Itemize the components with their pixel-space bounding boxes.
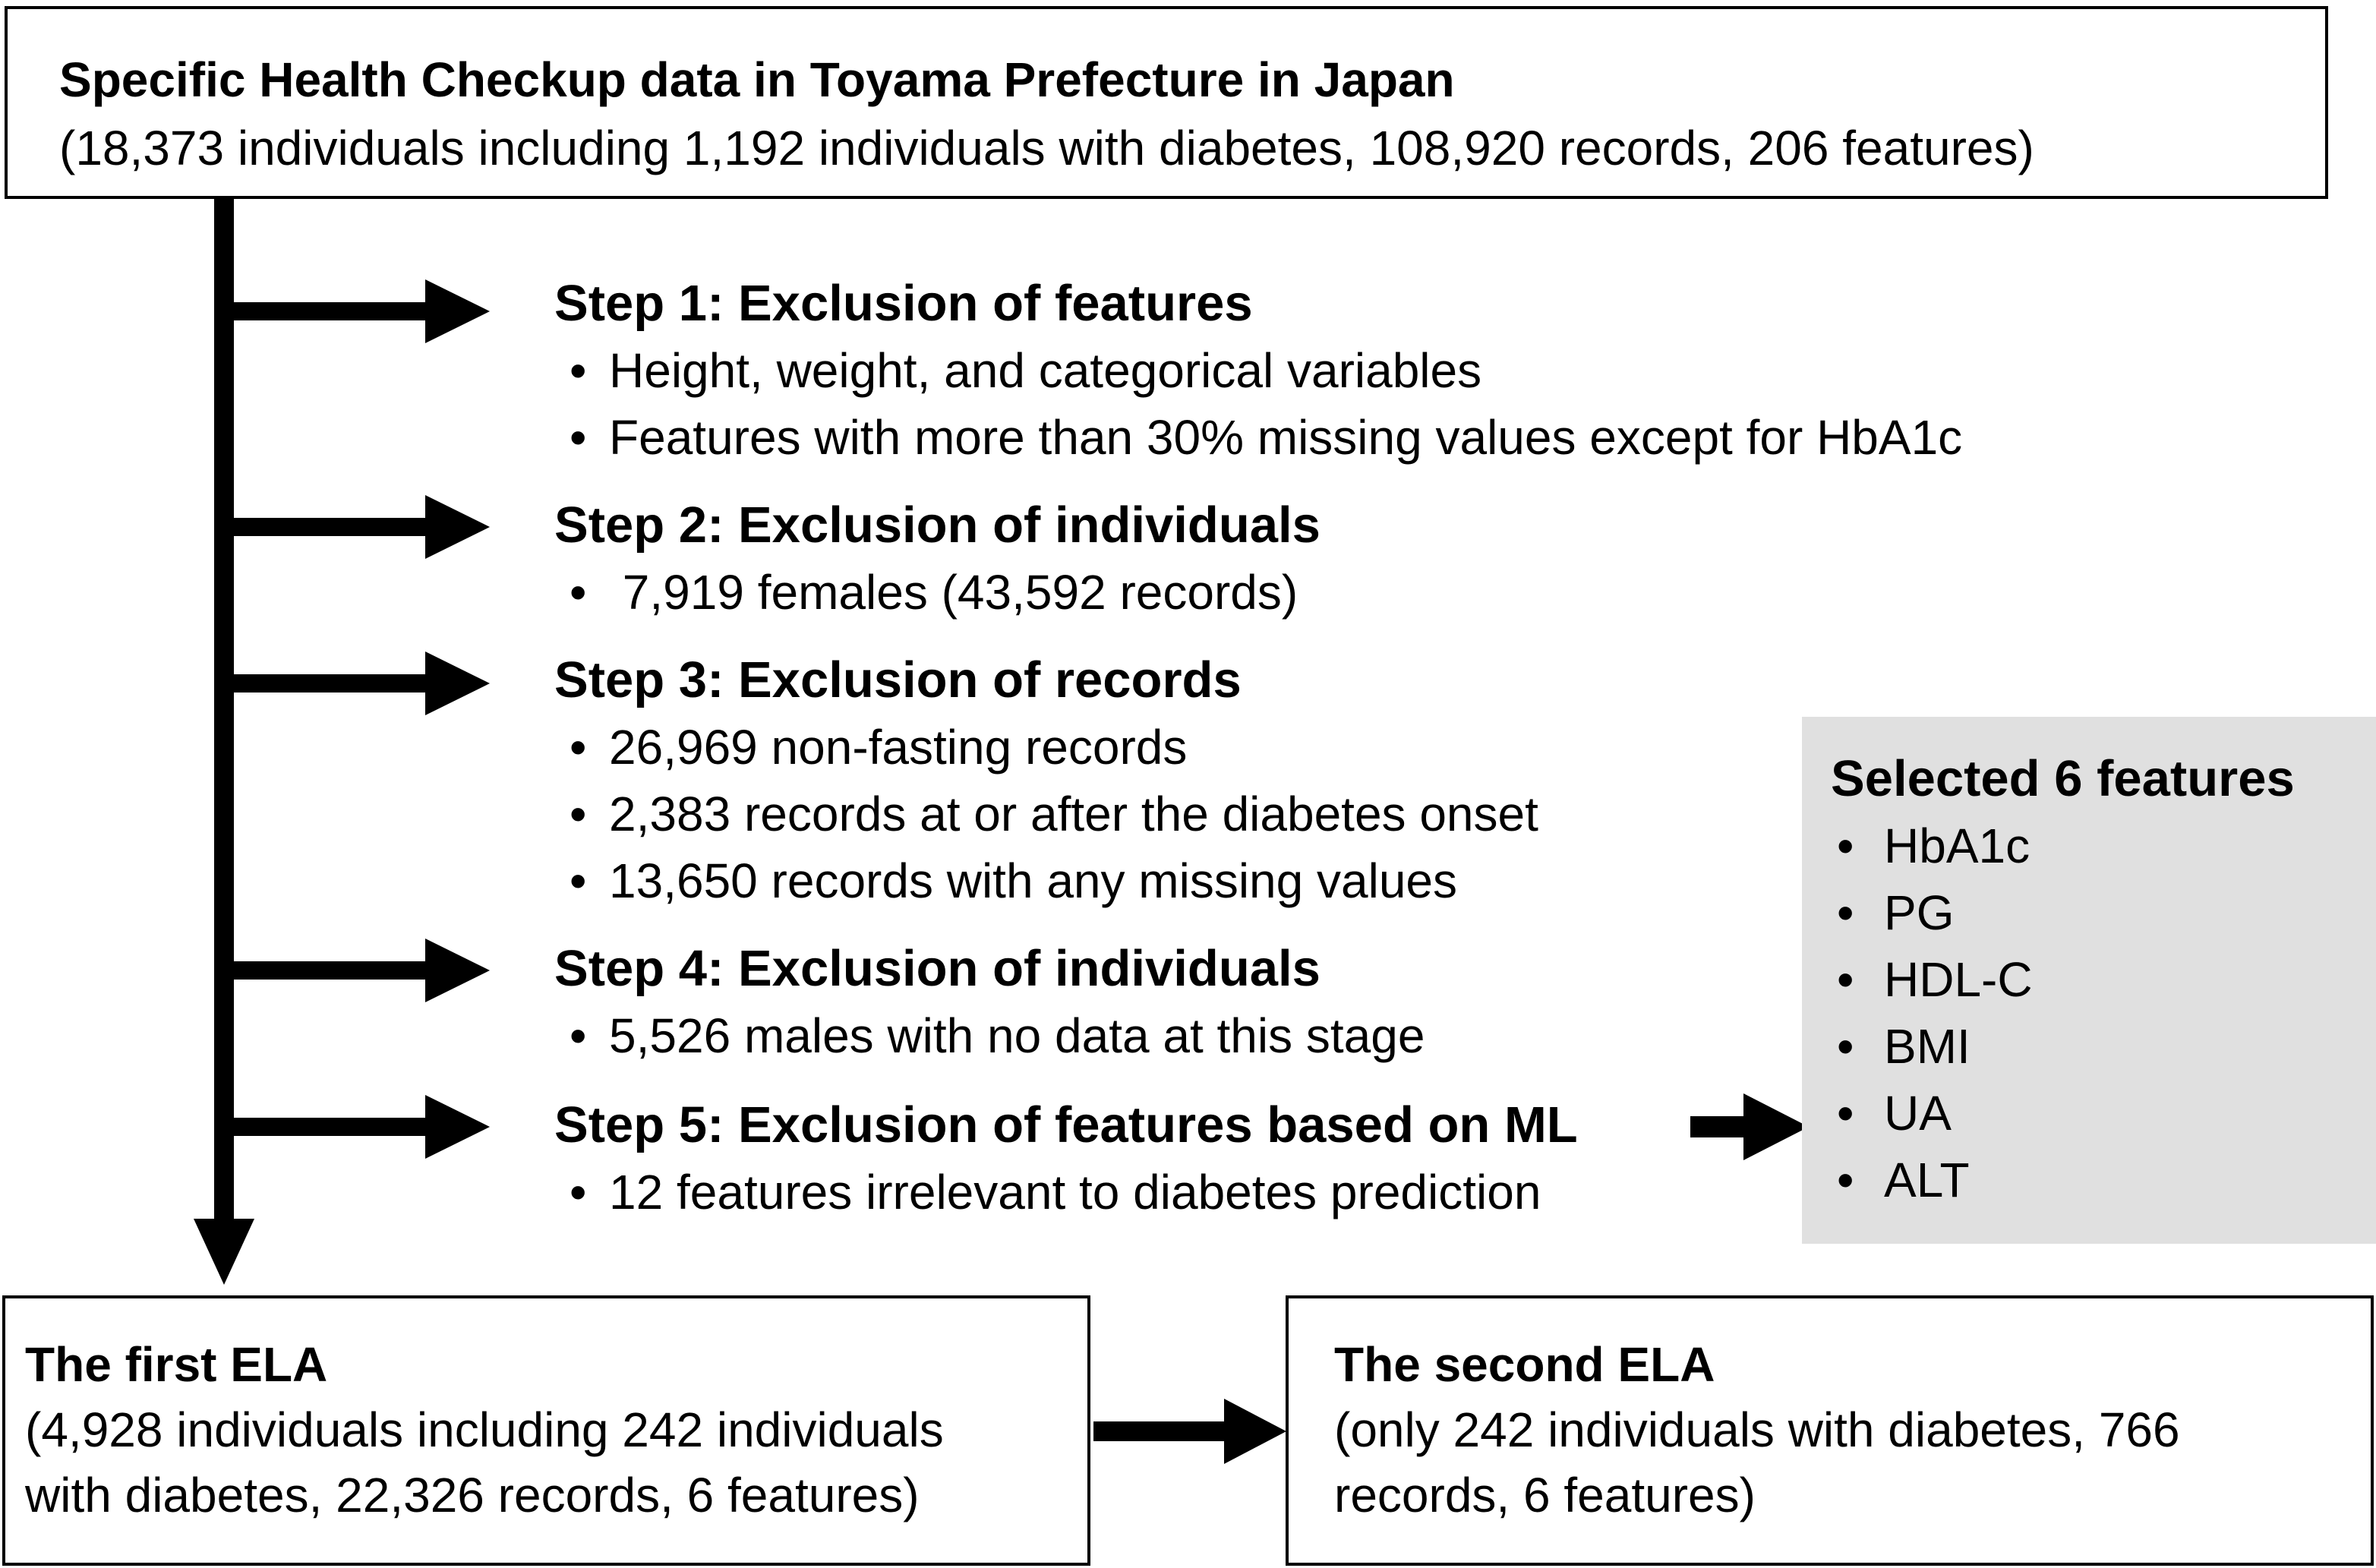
list-item: •HDL-C	[1831, 946, 2376, 1013]
main-trunk-arrowhead	[194, 1219, 254, 1285]
bullet-icon: •	[570, 1165, 587, 1219]
bullet-icon: •	[1837, 885, 1854, 940]
bullet-icon: •	[1837, 952, 1854, 1007]
list-item: •ALT	[1831, 1147, 2376, 1213]
bullet-icon: •	[570, 720, 587, 775]
step-title: Step 2: Exclusion of individuals	[554, 497, 1321, 554]
bullet-icon: •	[570, 1008, 587, 1063]
step-title: Step 4: Exclusion of individuals	[554, 940, 1321, 997]
bullet-icon: •	[570, 343, 587, 398]
list-item: •UA	[1831, 1080, 2376, 1147]
bullet-icon: •	[1837, 1086, 1854, 1141]
list-item: •PG	[1831, 879, 2376, 946]
second-ela-line: (only 242 individuals with diabetes, 766	[1334, 1402, 2180, 1457]
first-ela-box: The first ELA (4,928 individuals includi…	[2, 1295, 1090, 1566]
bullet-icon: •	[570, 787, 587, 841]
step-3: Step 3: Exclusion of records •26,969 non…	[554, 647, 1538, 914]
list-item: • 7,919 females (43,592 records)	[554, 559, 1321, 626]
second-ela-box: The second ELA (only 242 individuals wit…	[1286, 1295, 2374, 1566]
bullet-icon: •	[1837, 1019, 1854, 1074]
bullet-icon: •	[570, 565, 587, 620]
first-ela-line: (4,928 individuals including 242 individ…	[25, 1402, 944, 1457]
step-5-arrow	[224, 1095, 490, 1159]
first-ela-line: with diabetes, 22,326 records, 6 feature…	[25, 1468, 920, 1522]
bullet-icon: •	[1837, 819, 1854, 873]
step-1: Step 1: Exclusion of features •Height, w…	[554, 270, 1962, 471]
step-title: Step 1: Exclusion of features	[554, 275, 1253, 332]
second-ela-line: records, 6 features)	[1334, 1468, 1756, 1522]
source-data-title: Specific Health Checkup data in Toyama P…	[59, 52, 1455, 107]
list-item: •HbA1c	[1831, 812, 2376, 879]
list-item: •13,650 records with any missing values	[554, 847, 1538, 914]
main-trunk-line	[214, 199, 234, 1229]
step-title: Step 5: Exclusion of features based on M…	[554, 1096, 1578, 1153]
bullet-icon: •	[570, 853, 587, 908]
list-item: •5,526 males with no data at this stage	[554, 1002, 1425, 1069]
list-item: •26,969 non-fasting records	[554, 714, 1538, 781]
selected-features-box: Selected 6 features •HbA1c •PG •HDL-C •B…	[1802, 717, 2376, 1244]
step-5: Step 5: Exclusion of features based on M…	[554, 1092, 1578, 1226]
ela-connector-arrow	[1093, 1399, 1286, 1464]
list-item: •12 features irrelevant to diabetes pred…	[554, 1159, 1578, 1226]
source-data-subtitle: (18,373 individuals including 1,192 indi…	[59, 121, 2034, 175]
list-item: •BMI	[1831, 1013, 2376, 1080]
source-data-box: Specific Health Checkup data in Toyama P…	[5, 6, 2328, 199]
list-item: •Height, weight, and categorical variabl…	[554, 337, 1962, 404]
first-ela-title: The first ELA	[25, 1337, 328, 1392]
step-title: Step 3: Exclusion of records	[554, 651, 1242, 708]
selected-features-title: Selected 6 features	[1831, 750, 2295, 807]
step-2-arrow	[224, 495, 490, 559]
list-item: •2,383 records at or after the diabetes …	[554, 781, 1538, 847]
step-3-arrow	[224, 651, 490, 715]
bullet-icon: •	[1837, 1153, 1854, 1207]
step-4: Step 4: Exclusion of individuals •5,526 …	[554, 935, 1425, 1069]
selected-features-arrow	[1690, 1093, 1809, 1160]
second-ela-title: The second ELA	[1334, 1337, 1715, 1392]
step-1-arrow	[224, 279, 490, 343]
step-2: Step 2: Exclusion of individuals • 7,919…	[554, 492, 1321, 626]
list-item: •Features with more than 30% missing val…	[554, 404, 1962, 471]
step-4-arrow	[224, 939, 490, 1002]
bullet-icon: •	[570, 410, 587, 465]
